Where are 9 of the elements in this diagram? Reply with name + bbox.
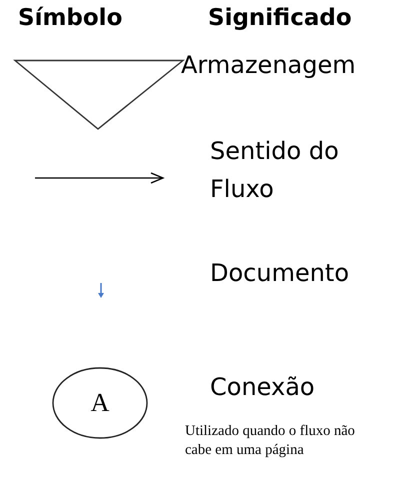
column-header: Símbolo: [18, 4, 124, 33]
symbol-meaning: Documento: [210, 258, 350, 288]
symbol-meaning: Conexão: [210, 372, 316, 402]
symbol-meaning: Armazenagem: [181, 50, 357, 80]
connector-letter: A: [90, 388, 110, 418]
usage-note: Utilizado quando o fluxo não cabe em uma página: [185, 422, 355, 460]
connector-circle: [52, 367, 148, 439]
column-header: Significado: [208, 4, 353, 33]
symbol-meaning: Sentido do Fluxo: [210, 136, 340, 206]
